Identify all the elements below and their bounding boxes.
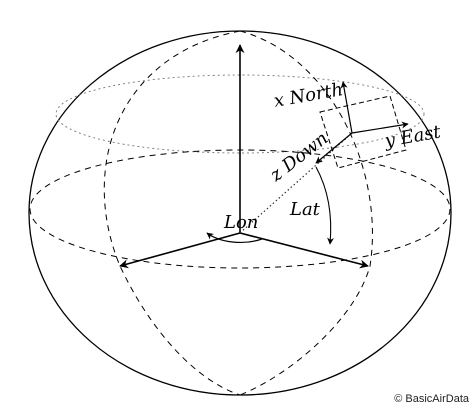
- local-axis-east: [351, 121, 409, 134]
- label-x-north: x North: [272, 79, 344, 112]
- meridian-right: [239, 30, 373, 396]
- longitude-arc: [206, 232, 263, 243]
- label-y-east: y East: [382, 121, 443, 152]
- axis-right: [239, 232, 369, 269]
- copyright-text: © BasicAirData: [394, 393, 470, 405]
- radius-line: [239, 132, 353, 234]
- latitude-circle-upper: [55, 74, 425, 154]
- meridian-left: [103, 30, 241, 396]
- label-lon: Lon: [223, 212, 258, 233]
- local-axis-north: [340, 81, 353, 134]
- local-axis-down: [315, 132, 353, 164]
- label-lat: Lat: [289, 199, 321, 220]
- axis-left: [119, 232, 241, 269]
- latitude-arc: [315, 166, 335, 245]
